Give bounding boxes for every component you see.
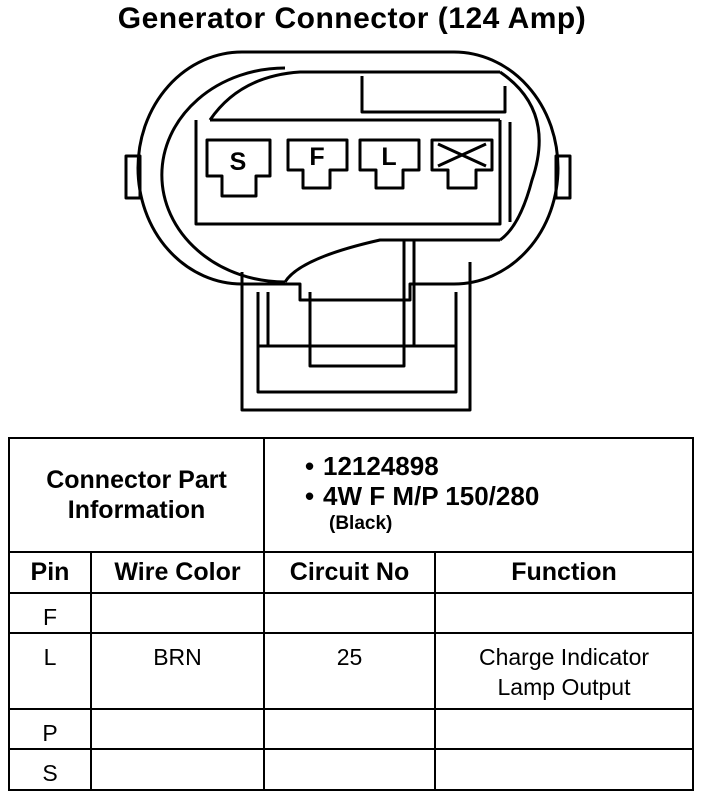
function-cell [433, 707, 695, 751]
housing-outline [136, 50, 560, 302]
function-cell [433, 591, 695, 635]
circuit-no-cell [263, 748, 436, 791]
pin-label-l: L [381, 143, 396, 171]
part-description: 4W F M/P 150/280 [323, 481, 540, 511]
header-wire-color: Wire Color [90, 550, 265, 594]
left-tab [124, 154, 142, 200]
circuit-no-cell: 25 [263, 632, 436, 710]
circuit-no-cell [263, 591, 436, 635]
pin-label-s: S [230, 148, 247, 176]
diagram-title: Generator Connector (124 Amp) [117, 2, 587, 35]
header-function: Function [433, 550, 695, 594]
pin-cell: F [8, 591, 92, 635]
part-info-row: Connector Part Information •12124898 •4W… [8, 437, 695, 553]
right-tab [554, 154, 572, 200]
cavity-l [358, 138, 421, 190]
cavity-unused [430, 138, 494, 190]
cavity-f [286, 138, 349, 190]
table-row: F [8, 591, 695, 635]
part-color: (Black) [329, 513, 393, 534]
table-row: L BRN 25 Charge Indicator Lamp Output [8, 632, 695, 710]
pin-cell: S [8, 748, 92, 791]
pin-cell: L [8, 632, 92, 710]
inner-right-lobe [499, 70, 541, 242]
function-line2: Lamp Output [497, 674, 631, 701]
table-row: P [8, 707, 695, 751]
function-line1: Charge Indicator [478, 644, 650, 671]
pin-label-f: F [309, 143, 324, 171]
unused-cross-mark [437, 142, 487, 168]
part-label-cell: Connector Part Information [8, 437, 265, 553]
header-row: Pin Wire Color Circuit No Function [8, 550, 695, 594]
inner-left-lobe [160, 66, 286, 284]
wire-color-cell [90, 707, 265, 751]
latch [240, 262, 472, 412]
table-row: S [8, 748, 695, 791]
pin-cell: P [8, 707, 92, 751]
part-label-line1: Connector Part [46, 465, 227, 494]
function-cell [433, 748, 695, 791]
wire-color-cell: BRN [90, 632, 265, 710]
function-cell: Charge Indicator Lamp Output [433, 632, 695, 710]
wire-color-cell [90, 748, 265, 791]
connector-drawing: S F L [124, 50, 572, 412]
part-info-cell: •12124898 •4W F M/P 150/280 (Black) [262, 437, 695, 553]
connector-info-table: Connector Part Information •12124898 •4W… [8, 437, 695, 791]
wire-color-cell [90, 591, 265, 635]
part-label-line2: Information [67, 495, 206, 524]
part-number: 12124898 [323, 451, 439, 481]
circuit-no-cell [263, 707, 436, 751]
cavity-s [205, 138, 272, 198]
header-pin: Pin [8, 550, 92, 594]
header-circuit-no: Circuit No [263, 550, 436, 594]
